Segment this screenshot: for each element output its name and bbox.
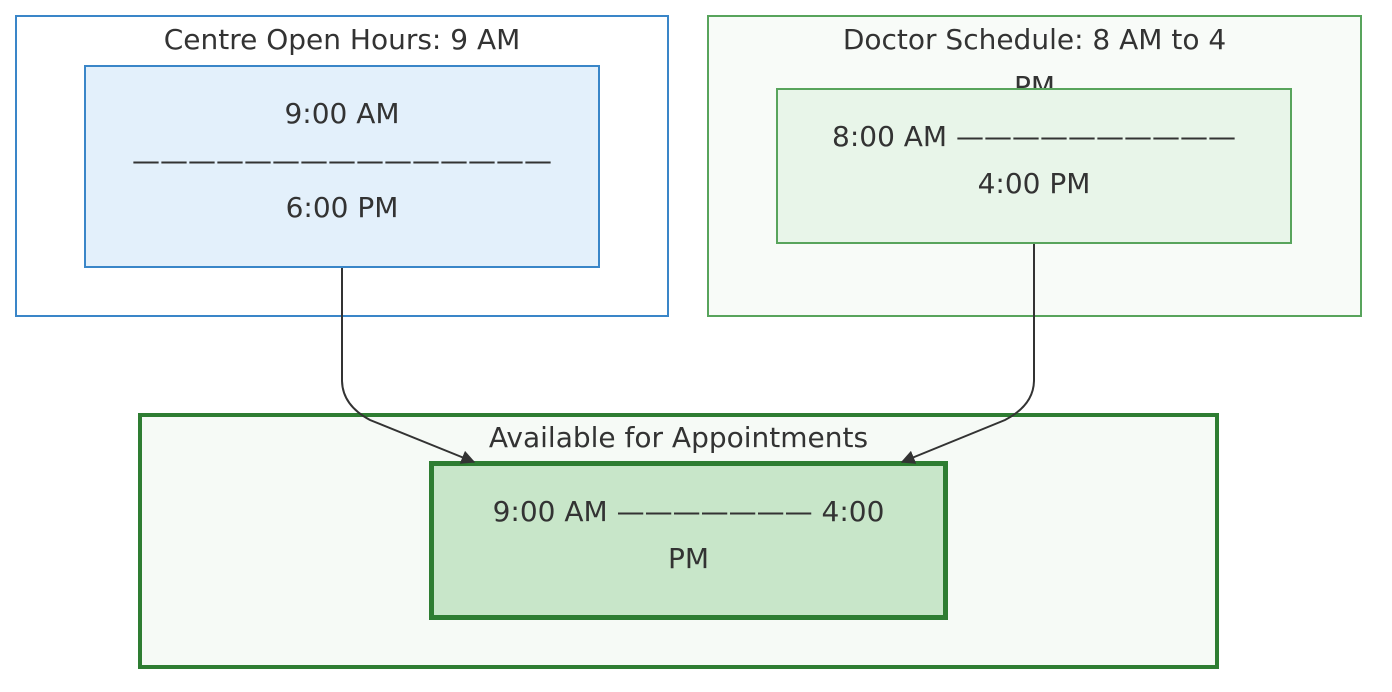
node-centre-hours: 9:00 AM ——————————————— 6:00 PM <box>84 65 600 268</box>
cluster-centre-title: Centre Open Hours: 9 AM <box>163 23 521 56</box>
node-centre-line-1: 9:00 AM <box>284 97 400 130</box>
node-centre-line-3: 6:00 PM <box>285 191 399 224</box>
node-doctor-line-2: 4:00 PM <box>977 167 1091 200</box>
node-doctor-hours: 8:00 AM —————————— 4:00 PM <box>776 88 1292 244</box>
node-centre-line-2: ——————————————— <box>132 144 552 177</box>
cluster-available-title: Available for Appointments <box>488 421 869 454</box>
node-doctor-line-1: 8:00 AM —————————— <box>832 120 1236 153</box>
node-available-line-2: PM <box>667 542 710 575</box>
cluster-doctor-title-line-1: Doctor Schedule: 8 AM to 4 <box>842 23 1227 56</box>
node-available-line-1: 9:00 AM ——————— 4:00 <box>492 495 885 528</box>
node-available-hours: 9:00 AM ——————— 4:00 PM <box>429 461 948 620</box>
cluster-available-appointments: Available for Appointments <box>138 413 1219 669</box>
